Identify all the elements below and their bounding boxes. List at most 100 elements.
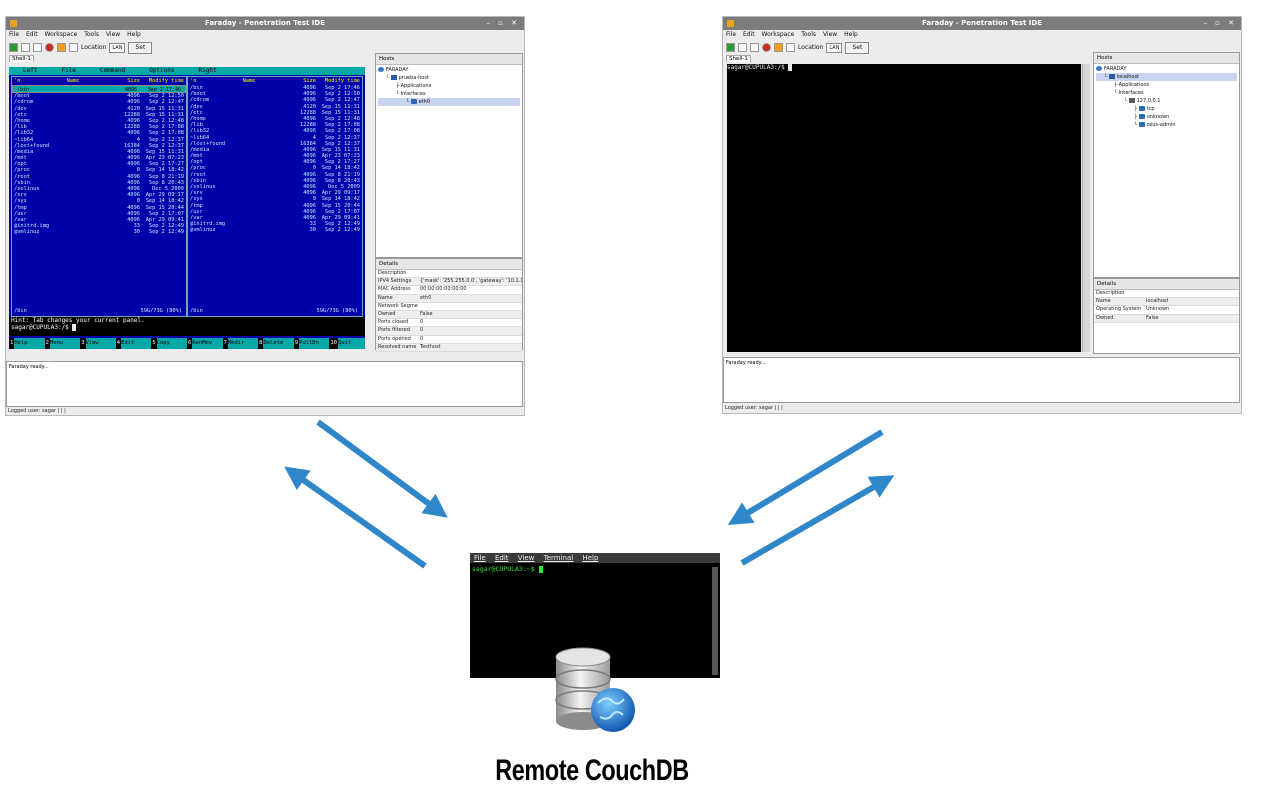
tree-node-localhost[interactable]: └ localhost bbox=[1096, 73, 1237, 81]
menu-workspace[interactable]: Workspace bbox=[44, 31, 78, 38]
tree-node-applications[interactable]: ├ Applications bbox=[1114, 82, 1150, 88]
refresh-icon[interactable] bbox=[69, 43, 78, 52]
menu-help[interactable]: Help bbox=[844, 31, 858, 38]
tree-node-ip[interactable]: └ 127.0.0.1 bbox=[1124, 98, 1161, 104]
new-shell-icon[interactable] bbox=[9, 43, 18, 52]
new-shell-icon[interactable] bbox=[726, 43, 735, 52]
tree-node-eth0[interactable]: └ eth0 bbox=[378, 98, 520, 106]
menu-edit[interactable]: Edit bbox=[742, 31, 755, 38]
tree-node-tcp[interactable]: ├ tcp bbox=[1134, 106, 1155, 112]
window-controls-icon[interactable]: – ▫ ✕ bbox=[1203, 19, 1237, 27]
plugin-icon[interactable] bbox=[774, 43, 783, 52]
window-controls-icon[interactable]: – ▫ ✕ bbox=[486, 19, 520, 27]
split-icon[interactable] bbox=[21, 43, 30, 52]
mc-menu-left[interactable]: Left bbox=[23, 67, 38, 74]
tree-node-faraday[interactable]: FARADAY bbox=[1096, 65, 1237, 73]
terminal-menu-edit[interactable]: Edit bbox=[494, 554, 509, 562]
terminal-menu-view[interactable]: View bbox=[517, 554, 535, 562]
terminal-menu-terminal[interactable]: Terminal bbox=[543, 554, 574, 562]
stop-icon[interactable] bbox=[45, 43, 54, 52]
mc-menu-right[interactable]: Right bbox=[198, 67, 217, 74]
location-select[interactable]: LAN bbox=[826, 42, 843, 53]
tree-node-host[interactable]: └ prueba-host bbox=[386, 75, 429, 81]
tree-node-faraday[interactable]: FARADAY bbox=[378, 66, 520, 74]
tree-node-unknown[interactable]: ├ unknown bbox=[1134, 114, 1170, 120]
list-icon[interactable] bbox=[33, 43, 42, 52]
refresh-icon[interactable] bbox=[786, 43, 795, 52]
mc-menu-command[interactable]: Command bbox=[99, 67, 126, 74]
menu-workspace[interactable]: Workspace bbox=[761, 31, 795, 38]
location-select[interactable]: LAN bbox=[109, 42, 126, 53]
menu-tools[interactable]: Tools bbox=[84, 31, 100, 38]
list-icon[interactable] bbox=[750, 43, 759, 52]
tab-shell-1[interactable]: Shell-1 bbox=[9, 55, 34, 62]
mc-prompt[interactable]: sagar@CUPULA3:/$ bbox=[11, 324, 365, 331]
set-button[interactable]: Set bbox=[845, 41, 870, 54]
menu-edit[interactable]: Edit bbox=[25, 31, 38, 38]
split-icon[interactable] bbox=[738, 43, 747, 52]
right-shell-terminal[interactable]: sagar@CUPULA3:/$ bbox=[727, 64, 1081, 352]
menu-file[interactable]: File bbox=[9, 31, 20, 38]
tree-node-interfaces[interactable]: └ Interfaces bbox=[1114, 90, 1144, 96]
tree-node-interfaces[interactable]: └ Interfaces bbox=[396, 91, 426, 97]
set-button[interactable]: Set bbox=[128, 41, 153, 54]
tree-node-applications[interactable]: ├ Applications bbox=[396, 83, 432, 89]
left-window-titlebar[interactable]: Faraday - Penetration Test IDE – ▫ ✕ bbox=[6, 17, 524, 30]
plugin-icon[interactable] bbox=[57, 43, 66, 52]
right-terminal-scrollbar[interactable] bbox=[1082, 64, 1090, 352]
menu-tools[interactable]: Tools bbox=[801, 31, 817, 38]
right-window-titlebar[interactable]: Faraday - Penetration Test IDE – ▫ ✕ bbox=[723, 17, 1241, 30]
terminal-scrollbar[interactable] bbox=[712, 567, 718, 675]
menu-help[interactable]: Help bbox=[127, 31, 141, 38]
terminal-menu-help[interactable]: Help bbox=[582, 554, 599, 562]
